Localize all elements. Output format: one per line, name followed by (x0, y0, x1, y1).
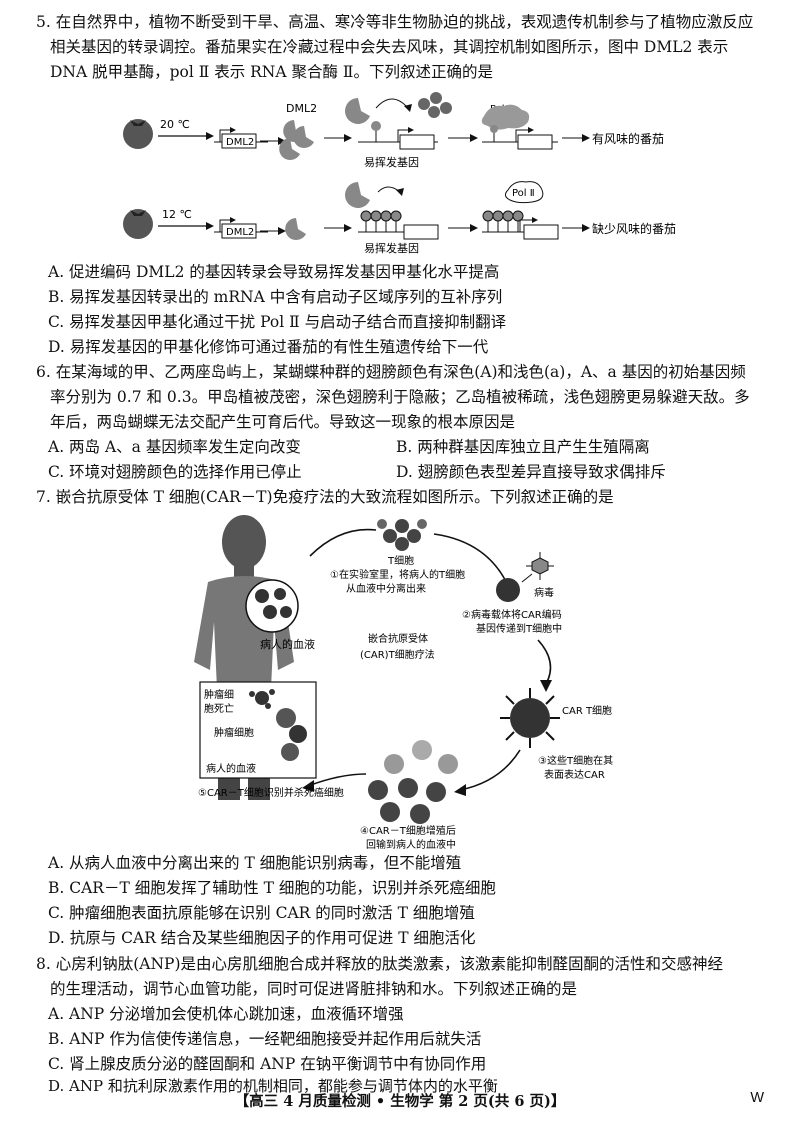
t-cell-icon (496, 578, 520, 602)
q7-step1b: 从血液中分离出来 (346, 582, 426, 595)
q7-step4a: ④CAR－T细胞增殖后 (360, 824, 456, 837)
q5-result-top: 有风味的番茄 (592, 131, 664, 146)
q7-option-b: B. CAR－T 细胞发挥了辅助性 T 细胞的功能，识别并杀死癌细胞 (48, 879, 496, 897)
q6-option-d: D. 翅膀颜色表型差异直接导致求偶排斥 (396, 463, 666, 481)
q7-center-b: (CAR)T细胞疗法 (360, 648, 435, 661)
q7-patient-blood: 病人的血液 (260, 637, 315, 651)
q5-option-d: D. 易挥发基因的甲基化修饰可通过番茄的有性生殖遗传给下一代 (48, 338, 489, 356)
q7-center-a: 嵌合抗原受体 (368, 632, 428, 645)
q7-tumor-cell: 肿瘤细胞 (214, 726, 254, 739)
q6-line-2: 率分别为 0.7 和 0.3。甲岛植被茂密，深色翅膀利于隐蔽；乙岛植被稀疏，浅色… (50, 388, 750, 406)
q7-step3b: 表面表达CAR (544, 768, 605, 781)
dying-tumor-cell-icon (249, 689, 275, 709)
question-6: 6. 在某海域的甲、乙两座岛屿上，某蝴蝶种群的翅膀颜色有深色(A)和浅色(a)，… (36, 360, 776, 435)
q8-option-d: D. ANP 和抗利尿激素作用的机制相同，都能参与调节体内的水平衡 (48, 1077, 498, 1095)
dml2-enzyme-icon-4 (345, 182, 370, 208)
q5-line-3: DNA 脱甲基酶，pol Ⅱ 表示 RNA 聚合酶 Ⅱ。下列叙述正确的是 (50, 63, 493, 81)
patient-blood-inset (245, 579, 299, 633)
q5-option-b: B. 易挥发基因转录出的 mRNA 中含有启动子区域序列的互补序列 (48, 288, 503, 306)
virus-icon (526, 552, 554, 580)
q7-tumor-death-b: 胞死亡 (204, 702, 234, 715)
q5-volatile-gene-bottom: 易挥发基因 (364, 241, 419, 255)
q5-temp-top: 20 ℃ (160, 118, 190, 131)
q8-option-b: B. ANP 作为信使传递信息，一经靶细胞接受并起作用后就失活 (48, 1030, 482, 1048)
tomato-icon-bottom (123, 209, 153, 239)
question-7: 7. 嵌合抗原受体 T 细胞(CAR－T)免疫疗法的大致流程如图所示。下列叙述正… (36, 485, 776, 510)
q5-line-1: 5. 在自然界中，植物不断受到干旱、高温、寒冷等非生物胁迫的挑战，表观遗传机制参… (36, 13, 754, 31)
q7-line-1: 7. 嵌合抗原受体 T 细胞(CAR－T)免疫疗法的大致流程如图所示。下列叙述正… (36, 488, 614, 506)
q8-line-1: 8. 心房利钠肽(ANP)是由心房肌细胞合成并释放的肽类激素，该激素能抑制醛固酮… (36, 955, 723, 973)
q8-option-c: C. 肾上腺皮质分泌的醛固酮和 ANP 在钠平衡调节中有协同作用 (48, 1055, 487, 1073)
q6-line-1: 6. 在某海域的甲、乙两座岛屿上，某蝴蝶种群的翅膀颜色有深色(A)和浅色(a)，… (36, 363, 746, 381)
q5-pol-label-bottom: Pol Ⅱ (512, 188, 535, 199)
dml2-enzyme-icon (279, 120, 314, 160)
footer-corner-mark: W (750, 1090, 764, 1106)
q7-virus: 病毒 (534, 586, 554, 599)
q5-volatile-gene-top: 易挥发基因 (364, 155, 419, 169)
q7-step3a: ③这些T细胞在其 (538, 754, 613, 767)
q6-line-3: 年后，两岛蝴蝶无法交配产生可育后代。导致这一现象的根本原因是 (50, 413, 516, 431)
q5-figure: 20 ℃ DML2 DML2 易挥发基因 (123, 92, 676, 255)
dml2-enzyme-icon-2 (345, 98, 370, 124)
q7-option-c: C. 肿瘤细胞表面抗原能够在识别 CAR 的同时激活 T 细胞增殖 (48, 904, 475, 922)
car-t-cell-icon (500, 688, 560, 748)
q5-gene-bottom: DML2 (226, 227, 254, 238)
question-5: 5. 在自然界中，植物不断受到干旱、高温、寒冷等非生物胁迫的挑战，表观遗传机制参… (36, 10, 776, 85)
q7-tumor-death-a: 肿瘤细 (204, 688, 234, 701)
pol-ii-icon-2 (504, 181, 544, 204)
q7-car-t: CAR T细胞 (562, 704, 612, 717)
q5-option-a: A. 促进编码 DML2 的基因转录会导致易挥发基因甲基化水平提高 (48, 263, 500, 281)
q5-result-bottom: 缺少风味的番茄 (592, 221, 676, 236)
q6-option-c: C. 环境对翅膀颜色的选择作用已停止 (48, 463, 302, 481)
q5-enzyme-label: DML2 (286, 102, 317, 115)
footer-text: 【高三 4 月质量检测 • 生物学 第 2 页(共 6 页)】 (234, 1093, 566, 1110)
q7-option-a: A. 从病人血液中分离出来的 T 细胞能识别病毒，但不能增殖 (48, 854, 462, 872)
pol-ii-icon (481, 104, 530, 130)
q6-option-b: B. 两种群基因库独立且产生生殖隔离 (396, 438, 650, 456)
q7-step2b: 基因传递到T细胞中 (476, 622, 562, 635)
q6-option-a: A. 两岛 A、a 基因频率发生定向改变 (48, 438, 301, 456)
q5-temp-bottom: 12 ℃ (162, 208, 192, 221)
q8-line-2: 的生理活动，调节心血管功能，同时可促进肾脏排钠和水。下列叙述正确的是 (50, 980, 578, 998)
q7-step4b: 回输到病人的血液中 (366, 838, 456, 851)
q7-t-cell: T细胞 (387, 554, 414, 567)
q5-gene-top: DML2 (226, 137, 254, 148)
t-cells-cluster (377, 519, 427, 551)
q5-option-c: C. 易挥发基因甲基化通过干扰 Pol Ⅱ 与启动子结合而直接抑制翻译 (48, 313, 507, 331)
q7-patient-blood2: 病人的血液 (206, 762, 256, 775)
q7-step5: ⑤CAR－T细胞识别并杀死癌细胞 (198, 786, 344, 799)
q7-figure: 病人的血液 T细胞 ①在实验室里，将病人的T细胞 从血液中分离出来 病毒 ②病毒… (194, 515, 613, 851)
q8-option-a: A. ANP 分泌增加会使机体心跳加速，血液循环增强 (48, 1005, 404, 1023)
q7-step1a: ①在实验室里，将病人的T细胞 (330, 568, 465, 581)
question-8: 8. 心房利钠肽(ANP)是由心房肌细胞合成并释放的肽类激素，该激素能抑制醛固酮… (36, 952, 776, 1002)
expanded-car-t-cells (368, 740, 458, 824)
q7-option-d: D. 抗原与 CAR 结合及某些细胞因子的作用可促进 T 细胞活化 (48, 929, 476, 947)
q7-step2a: ②病毒载体将CAR编码 (462, 608, 562, 621)
q5-line-2: 相关基因的转录调控。番茄果实在冷藏过程中会失去风味，其调控机制如图所示，图中 D… (50, 38, 729, 56)
page-footer: 【高三 4 月质量检测 • 生物学 第 2 页(共 6 页)】 W (0, 1090, 800, 1111)
tomato-icon (123, 119, 153, 149)
dml2-enzyme-icon-3 (285, 218, 306, 240)
car-t-attacking-tumor-icon (276, 708, 307, 761)
